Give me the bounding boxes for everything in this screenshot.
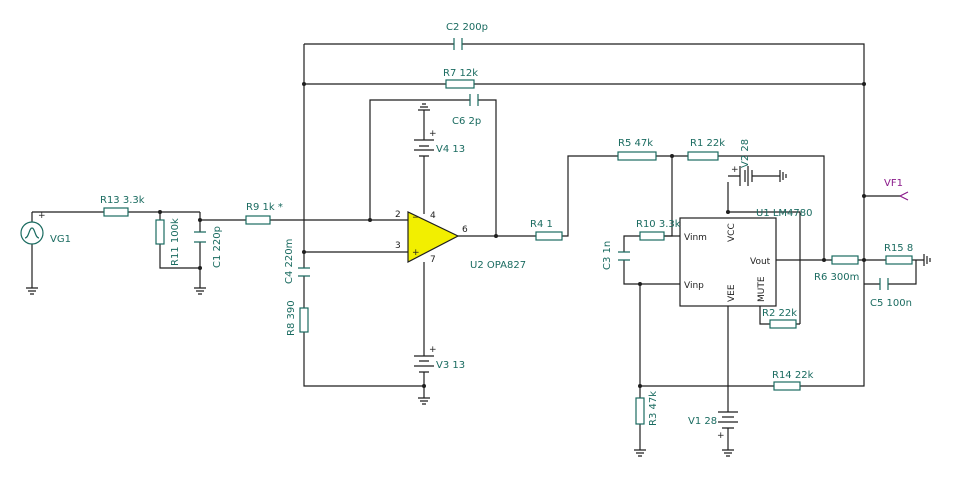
capacitor-c2[interactable]: [453, 38, 463, 50]
label-r4: R4 1: [530, 219, 553, 230]
label-v3: V3 13: [436, 360, 465, 371]
label-v1: V1 28: [688, 416, 717, 427]
label-r1: R1 22k: [690, 138, 725, 149]
battery-v3[interactable]: +: [414, 345, 437, 373]
resistor-r7[interactable]: [445, 79, 475, 89]
label-u2: U2 OPA827: [470, 260, 526, 271]
label-r2: R2 22k: [762, 308, 797, 319]
resistor-r13[interactable]: [103, 207, 129, 217]
opamp-u2[interactable]: − + 2 3 6 4 7: [395, 210, 468, 265]
label-vf1: VF1: [884, 178, 903, 189]
resistor-r8[interactable]: [299, 307, 309, 333]
resistor-r6[interactable]: [831, 255, 859, 265]
component-labels: C2 200p R7 12k C6 2p V4 13 R13 3.3k VG1 …: [50, 22, 913, 427]
u2-pin-2: 2: [395, 210, 401, 220]
resistor-r5[interactable]: [617, 151, 657, 161]
svg-text:+: +: [717, 431, 725, 441]
signal-generator-vg1[interactable]: +: [20, 211, 46, 284]
label-r13: R13 3.3k: [100, 195, 145, 206]
label-v4: V4 13: [436, 144, 465, 155]
label-r6: R6 300m: [814, 272, 859, 283]
junction-dots: [158, 82, 866, 388]
label-c6: C6 2p: [452, 116, 481, 127]
label-u1: U1 LM4780: [756, 208, 813, 219]
label-v2: V2 28: [740, 139, 751, 168]
svg-text:+: +: [429, 129, 437, 139]
svg-text:+: +: [38, 211, 46, 221]
resistor-r3[interactable]: [635, 397, 645, 425]
label-r10: R10 3.3k: [636, 219, 681, 230]
label-r9: R9 1k *: [246, 202, 283, 213]
svg-text:+: +: [412, 248, 420, 258]
battery-v2[interactable]: +: [731, 165, 753, 186]
label-r3: R3 47k: [648, 391, 659, 426]
amplifier-u1[interactable]: Vinm Vinp Vout VCC VEE MUTE: [679, 217, 777, 307]
label-vg1: VG1: [50, 234, 71, 245]
svg-text:+: +: [429, 345, 437, 355]
u2-pin-7: 7: [430, 255, 436, 265]
capacitor-c4[interactable]: [298, 267, 310, 277]
resistor-r11[interactable]: [155, 219, 165, 245]
battery-v4[interactable]: +: [414, 129, 437, 157]
label-c1: C1 220p: [212, 226, 223, 268]
capacitor-c3[interactable]: [618, 251, 630, 261]
label-r8: R8 390: [286, 300, 297, 336]
u1-pin-mute: MUTE: [757, 276, 767, 302]
u2-pin-6: 6: [462, 225, 468, 235]
u2-pin-3: 3: [395, 241, 401, 251]
u1-pin-vinp: Vinp: [684, 281, 704, 291]
capacitor-c6[interactable]: [469, 94, 479, 106]
u1-pin-vcc: VCC: [727, 223, 737, 242]
label-c3: C3 1n: [602, 241, 613, 270]
resistor-r9[interactable]: [245, 215, 271, 225]
label-c5: C5 100n: [870, 298, 912, 309]
capacitor-c1[interactable]: [194, 231, 206, 243]
label-r7: R7 12k: [443, 68, 478, 79]
label-r14: R14 22k: [772, 370, 814, 381]
u1-pin-vinm: Vinm: [684, 233, 707, 243]
label-c4: C4 220m: [284, 239, 295, 284]
resistor-r10[interactable]: [639, 231, 665, 241]
resistor-r1[interactable]: [687, 151, 719, 161]
label-r5: R5 47k: [618, 138, 653, 149]
label-c2: C2 200p: [446, 22, 488, 33]
u1-pin-vee: VEE: [727, 284, 737, 302]
u1-pin-vout: Vout: [750, 257, 771, 267]
label-r11: R11 100k: [170, 218, 181, 266]
resistor-r2[interactable]: [769, 319, 797, 329]
resistor-r15[interactable]: [885, 255, 913, 265]
label-r15: R15 8: [884, 243, 913, 254]
battery-v1[interactable]: +: [717, 411, 738, 441]
resistor-r14[interactable]: [773, 381, 801, 391]
svg-text:+: +: [731, 165, 739, 175]
voltage-probe-vf1[interactable]: [899, 191, 909, 201]
u2-pin-4: 4: [430, 211, 436, 221]
ground-symbols: [26, 103, 931, 457]
svg-text:−: −: [412, 213, 420, 223]
capacitor-c5[interactable]: [879, 278, 889, 290]
resistor-r4[interactable]: [535, 231, 563, 241]
